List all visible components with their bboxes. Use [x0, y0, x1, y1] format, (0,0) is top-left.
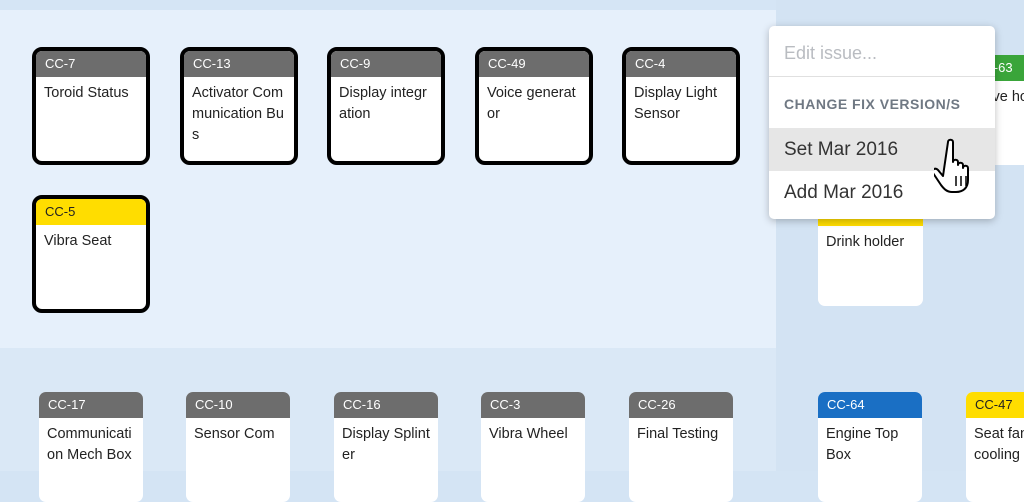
issue-title: Activator Communication Bus	[192, 85, 284, 143]
issue-card[interactable]: CC-4 Display Light Sensor	[622, 47, 740, 165]
issue-card[interactable]: CC-13 Activator Communication Bus	[180, 47, 298, 165]
issue-title: Seat fan cooling	[974, 426, 1024, 463]
issue-card[interactable]: CC-26 Final Testing	[629, 392, 733, 502]
issue-title: Display Light Sensor	[634, 85, 718, 122]
issue-key: CC-9	[331, 51, 441, 77]
add-fix-version-item[interactable]: Add Mar 2016	[784, 182, 904, 203]
issue-key: CC-5	[36, 199, 146, 225]
issue-title: Vibra Wheel	[489, 426, 568, 442]
issue-title: Display Splinter	[342, 426, 430, 463]
issue-key: CC-17	[39, 392, 143, 418]
edit-issue-input[interactable]: Edit issue...	[769, 26, 995, 77]
issue-card[interactable]: CC-10 Sensor Com	[186, 392, 290, 502]
issue-title: Display integration	[339, 85, 427, 122]
issue-key: CC-10	[186, 392, 290, 418]
issue-title: Sensor Com	[194, 426, 275, 442]
issue-title: Voice generator	[487, 85, 576, 122]
issue-key: CC-13	[184, 51, 294, 77]
hand-pointer-icon	[934, 138, 969, 193]
issue-key: CC-3	[481, 392, 585, 418]
issue-key: CC-7	[36, 51, 146, 77]
menu-section-heading: CHANGE FIX VERSION/S	[784, 96, 961, 112]
issue-title: Final Testing	[637, 426, 719, 442]
issue-key: CC-16	[334, 392, 438, 418]
issue-card[interactable]: CC-17 Communication Mech Box	[39, 392, 143, 502]
issue-title: Engine Top Box	[826, 426, 899, 463]
issue-title: Toroid Status	[44, 85, 129, 101]
issue-card[interactable]: CC-3 Vibra Wheel	[481, 392, 585, 502]
issue-key: CC-4	[626, 51, 736, 77]
issue-key: CC-47	[966, 392, 1024, 418]
issue-key: CC-49	[479, 51, 589, 77]
issue-card[interactable]: CC-9 Display integration	[327, 47, 445, 165]
issue-card[interactable]: CC-49 Voice generator	[475, 47, 593, 165]
issue-card[interactable]: CC-5 Vibra Seat	[32, 195, 150, 313]
issue-card[interactable]: CC-47 Seat fan cooling	[966, 392, 1024, 502]
issue-card[interactable]: CC-64 Engine Top Box	[818, 392, 922, 502]
issue-title: Vibra Seat	[44, 233, 112, 249]
issue-title: Communication Mech Box	[47, 426, 132, 463]
issue-card[interactable]: CC-7 Toroid Status	[32, 47, 150, 165]
issue-card[interactable]: CC-16 Display Splinter	[334, 392, 438, 502]
issue-key: CC-26	[629, 392, 733, 418]
swimlane-cell-top-strip	[0, 0, 776, 10]
issue-key: CC-64	[818, 392, 922, 418]
issue-title: Drink holder	[826, 234, 905, 250]
